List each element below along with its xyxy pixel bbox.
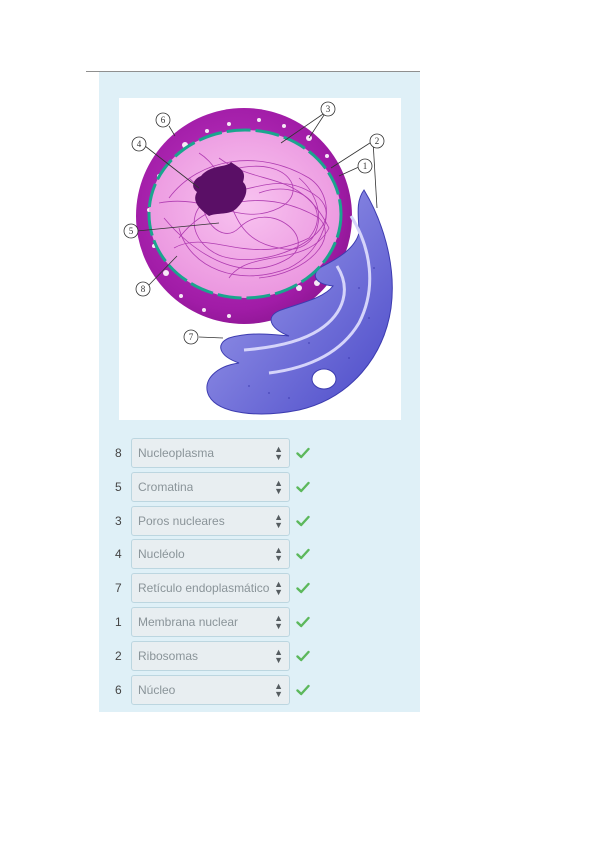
answer-select[interactable]: Nucléolo ▲▼ bbox=[131, 539, 290, 570]
answer-list: 8 Nucleoplasma ▲▼ 5 Cromatina ▲▼ 3 Poros… bbox=[112, 438, 322, 708]
select-value: Ribosomas bbox=[138, 648, 199, 663]
endoplasmic-reticulum-shape bbox=[206, 189, 393, 415]
check-icon bbox=[296, 447, 310, 459]
select-value: Poros nucleares bbox=[138, 513, 225, 528]
row-number: 8 bbox=[115, 446, 122, 460]
up-down-arrows-icon: ▲▼ bbox=[274, 612, 283, 631]
svg-text:5: 5 bbox=[129, 226, 134, 236]
svg-text:3: 3 bbox=[326, 104, 331, 114]
select-value: Retículo endoplasmático bbox=[138, 581, 270, 596]
svg-text:4: 4 bbox=[137, 139, 142, 149]
answer-select[interactable]: Nucleoplasma ▲▼ bbox=[131, 438, 290, 468]
callout-4: 4 bbox=[131, 136, 147, 152]
answer-select[interactable]: Núcleo ▲▼ bbox=[131, 674, 290, 705]
row-number: 4 bbox=[115, 547, 122, 562]
select-value: Membrana nuclear bbox=[138, 614, 239, 629]
answer-row: 4 Nucléolo ▲▼ bbox=[112, 539, 322, 570]
select-value: Cromatina bbox=[138, 479, 194, 494]
select-value: Núcleo bbox=[138, 682, 176, 697]
check-icon bbox=[296, 481, 310, 492]
check-icon bbox=[296, 684, 310, 695]
up-down-arrows-icon: ▲▼ bbox=[274, 579, 283, 598]
callout-markers: 1 2 3 4 5 6 7 bbox=[123, 101, 385, 345]
answer-row: 2 Ribosomas ▲▼ bbox=[112, 640, 322, 671]
answer-select[interactable]: Retículo endoplasmático ▲▼ bbox=[131, 573, 290, 604]
leader-lines bbox=[136, 111, 378, 339]
callout-3: 3 bbox=[320, 101, 336, 117]
svg-text:1: 1 bbox=[363, 161, 368, 171]
check-icon bbox=[296, 549, 310, 560]
callout-8: 8 bbox=[135, 281, 151, 297]
row-number: 6 bbox=[115, 682, 122, 697]
row-number: 5 bbox=[115, 479, 122, 494]
answer-select[interactable]: Ribosomas ▲▼ bbox=[131, 640, 290, 671]
up-down-arrows-icon: ▲▼ bbox=[274, 477, 283, 496]
callout-1: 1 bbox=[357, 158, 373, 174]
row-number: 3 bbox=[115, 513, 122, 528]
answer-select[interactable]: Membrana nuclear ▲▼ bbox=[131, 606, 290, 637]
svg-text:8: 8 bbox=[141, 284, 146, 294]
up-down-arrows-icon: ▲▼ bbox=[274, 444, 283, 462]
row-number: 1 bbox=[115, 614, 122, 629]
callout-2: 2 bbox=[369, 133, 385, 149]
svg-text:2: 2 bbox=[375, 136, 380, 146]
check-icon bbox=[296, 582, 310, 594]
check-icon bbox=[296, 515, 310, 526]
select-value: Nucléolo bbox=[138, 547, 185, 562]
up-down-arrows-icon: ▲▼ bbox=[274, 646, 283, 665]
nucleolus-shape bbox=[193, 162, 247, 216]
up-down-arrows-icon: ▲▼ bbox=[274, 545, 283, 564]
cell-nucleus-diagram: 1 2 3 4 5 6 7 bbox=[119, 98, 401, 420]
nucleus-illustration: 1 2 3 4 5 6 7 bbox=[123, 101, 393, 415]
check-icon bbox=[296, 616, 310, 628]
answer-row: 1 Membrana nuclear ▲▼ bbox=[112, 606, 322, 637]
select-value: Nucleoplasma bbox=[138, 446, 215, 460]
answer-row: 8 Nucleoplasma ▲▼ bbox=[112, 438, 322, 468]
callout-6: 6 bbox=[155, 112, 171, 128]
svg-text:6: 6 bbox=[161, 115, 166, 125]
answer-row: 5 Cromatina ▲▼ bbox=[112, 471, 322, 502]
top-divider bbox=[86, 71, 420, 72]
up-down-arrows-icon: ▲▼ bbox=[274, 511, 283, 530]
answer-select[interactable]: Poros nucleares ▲▼ bbox=[131, 505, 290, 536]
answer-row: 3 Poros nucleares ▲▼ bbox=[112, 505, 322, 536]
answer-select[interactable]: Cromatina ▲▼ bbox=[131, 471, 290, 502]
answer-row: 7 Retículo endoplasmático ▲▼ bbox=[112, 573, 322, 604]
row-number: 7 bbox=[115, 581, 122, 596]
check-icon bbox=[296, 650, 310, 661]
callout-7: 7 bbox=[183, 329, 199, 345]
callout-5: 5 bbox=[123, 223, 139, 239]
up-down-arrows-icon: ▲▼ bbox=[274, 680, 283, 699]
svg-text:7: 7 bbox=[189, 332, 194, 342]
row-number: 2 bbox=[115, 648, 122, 663]
answer-row: 6 Núcleo ▲▼ bbox=[112, 674, 322, 705]
